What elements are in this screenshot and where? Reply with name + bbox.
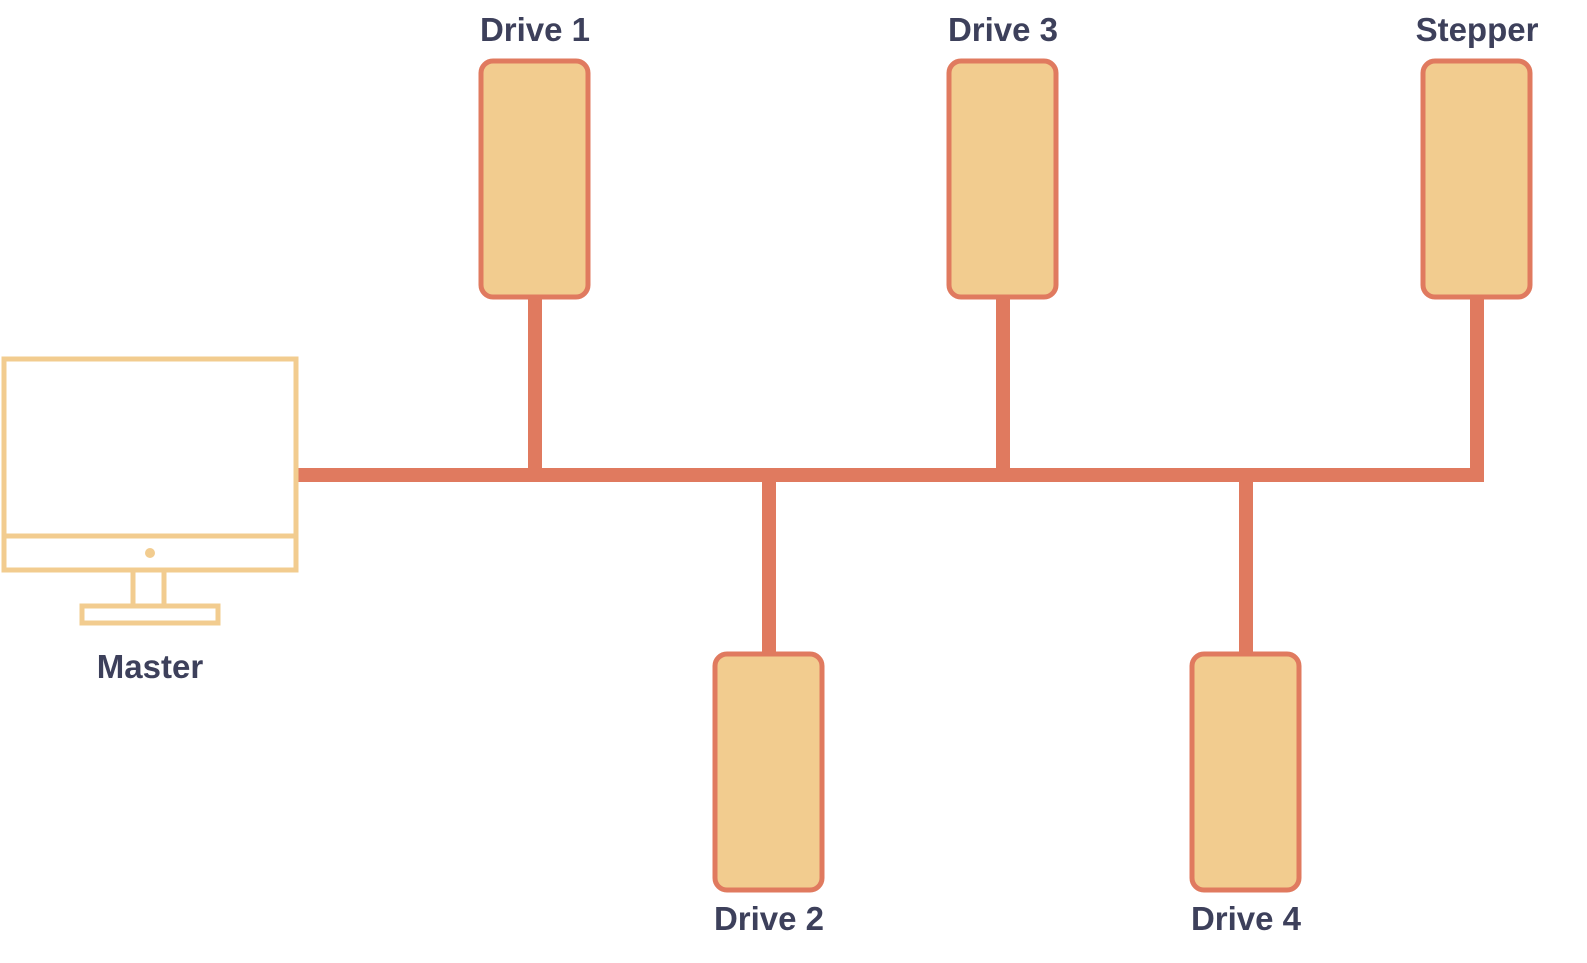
drive-2-label: Drive 2 — [714, 900, 824, 937]
drive-3-label: Drive 3 — [948, 11, 1058, 48]
drive-3-node[interactable]: Drive 3 — [946, 11, 1059, 300]
stepper-label: Stepper — [1416, 11, 1539, 48]
master-node[interactable]: Master — [1, 356, 299, 685]
drive-1-node[interactable]: Drive 1 — [478, 11, 591, 300]
drive-module-icon — [1189, 651, 1302, 893]
monitor-screen — [1, 356, 299, 573]
drive-2-node[interactable]: Drive 2 — [712, 651, 825, 937]
monitor-power-dot — [145, 548, 155, 558]
drive-module-icon — [712, 651, 825, 893]
drive-4-node[interactable]: Drive 4 — [1189, 651, 1302, 937]
drive-1-label: Drive 1 — [480, 11, 590, 48]
drive-module-icon — [946, 58, 1059, 300]
monitor-icon — [1, 356, 299, 626]
monitor-base — [79, 603, 221, 626]
drive-module-icon — [478, 58, 591, 300]
drive-module-icon — [1420, 58, 1533, 300]
master-label: Master — [97, 648, 204, 685]
drive-4-label: Drive 4 — [1191, 900, 1302, 937]
stepper-node[interactable]: Stepper — [1416, 11, 1539, 300]
